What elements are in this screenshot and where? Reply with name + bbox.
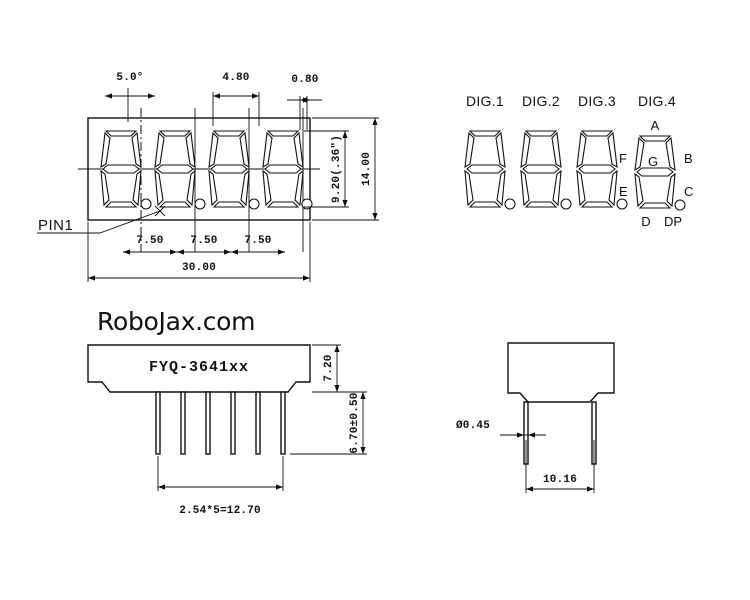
segment-b xyxy=(665,136,676,172)
segment-a-label: A xyxy=(651,118,660,133)
dig-1-label: DIG.1 xyxy=(466,93,504,109)
lead-1 xyxy=(155,391,161,455)
side-view-front-group: FYQ-3641xx 7.20 6.70±0.50 xyxy=(87,344,367,517)
dim-body-thickness: 7.20 xyxy=(312,344,341,393)
dim-lead-span: 10.16 xyxy=(525,440,595,493)
side-view-body-outline xyxy=(87,344,311,393)
front-digit-1 xyxy=(100,130,152,210)
lead-6 xyxy=(280,391,286,455)
segment-g-label: G xyxy=(648,154,658,169)
segment-d-label: D xyxy=(641,214,650,229)
part-number-label: FYQ-3641xx xyxy=(149,359,249,376)
side-view-right-group: Ø0.45 10.16 xyxy=(456,342,615,493)
dig-2-label: DIG.2 xyxy=(522,93,560,109)
dim-body-height: 14.00 xyxy=(312,117,379,221)
map-digit-1 xyxy=(464,130,516,210)
segment-f-label: F xyxy=(619,151,627,166)
segment-d xyxy=(638,202,672,209)
segment-dp-label: DP xyxy=(664,214,682,229)
front-digit-3 xyxy=(208,130,260,210)
segment-e-label: E xyxy=(619,184,628,199)
dim-body-thickness-label: 7.20 xyxy=(323,354,335,381)
pin1-leader: PIN1 xyxy=(37,205,166,234)
pin1-label: PIN1 xyxy=(38,217,73,234)
segment-g xyxy=(636,167,674,177)
lead-3 xyxy=(205,391,211,455)
map-digit-2 xyxy=(520,130,572,210)
dim-digit-height-label: 9.20(.36") xyxy=(331,135,343,203)
dim-pitch-group: 7.50 7.50 7.50 xyxy=(123,235,285,255)
segment-c xyxy=(666,172,676,208)
map-digit-3 xyxy=(576,130,628,210)
front-digit-2 xyxy=(154,130,206,210)
dim-pin-pitch: 2.54*5=12.70 xyxy=(157,456,284,517)
dim-pitch-2-label: 7.50 xyxy=(190,235,217,247)
dim-digit-height: 9.20(.36") xyxy=(304,130,349,208)
dim-body-width: 30.00 xyxy=(87,222,311,282)
front-digit-4 xyxy=(262,130,313,210)
segment-f xyxy=(634,136,645,172)
dim-lead-length-label: 6.70±0.50 xyxy=(349,392,361,453)
dig-4-label: DIG.4 xyxy=(638,93,676,109)
dim-angle-5deg-label: 5.0° xyxy=(116,72,143,84)
dim-lead-span-label: 10.16 xyxy=(543,474,577,486)
dim-lead-diameter-label: Ø0.45 xyxy=(456,420,490,432)
side-view-right-body-outline xyxy=(507,342,615,403)
segment-a xyxy=(638,135,672,142)
segment-map-group: DIG.1 DIG.2 DIG.3 DIG.4 xyxy=(464,93,693,229)
dim-digit-width: 4.80 xyxy=(212,72,260,126)
dim-segment-width-label: 0.80 xyxy=(291,74,318,86)
segment-e xyxy=(634,172,644,208)
lead-2 xyxy=(180,391,186,455)
segment-c-label: C xyxy=(684,184,693,199)
lead-4 xyxy=(230,391,236,455)
brand-watermark: RoboJax.com xyxy=(97,307,255,336)
segment-b-label: B xyxy=(684,151,693,166)
map-digit-4 xyxy=(634,135,686,211)
dim-angle-5deg: 5.0° xyxy=(105,72,155,122)
dig-3-label: DIG.3 xyxy=(578,93,616,109)
side-view-leads xyxy=(155,391,286,455)
dim-body-height-label: 14.00 xyxy=(361,152,373,186)
dim-lead-length: 6.70±0.50 xyxy=(290,391,367,455)
segment-dp xyxy=(674,199,686,211)
dim-segment-width: 0.80 xyxy=(287,74,322,130)
dim-lead-diameter: Ø0.45 xyxy=(456,420,546,438)
dim-body-width-label: 30.00 xyxy=(182,262,216,274)
dim-pin-pitch-label: 2.54*5=12.70 xyxy=(179,505,261,517)
front-view-group: 5.0° 4.80 0.80 9.20(.36") xyxy=(37,72,379,282)
lead-5 xyxy=(255,391,261,455)
dim-pitch-3-label: 7.50 xyxy=(244,235,271,247)
dim-digit-width-label: 4.80 xyxy=(222,72,249,84)
dim-pitch-1-label: 7.50 xyxy=(136,235,163,247)
